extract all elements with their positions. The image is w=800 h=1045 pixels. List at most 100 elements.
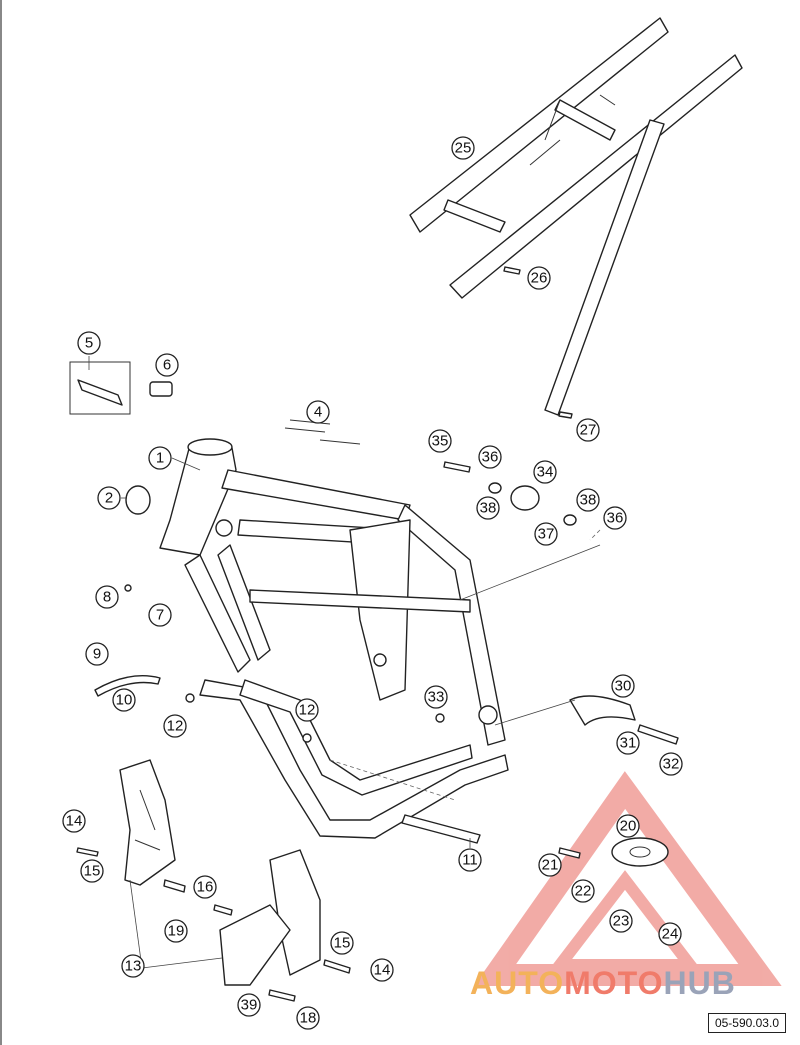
callout-circle xyxy=(609,909,633,933)
callout-number: 21 xyxy=(542,857,559,874)
callout-circle xyxy=(155,353,179,377)
callout-circle xyxy=(95,585,119,609)
callout-number: 24 xyxy=(662,926,679,943)
main-frame xyxy=(159,438,509,839)
callout-circle xyxy=(658,922,682,946)
callout-6: 6 xyxy=(155,353,179,377)
callout-number: 14 xyxy=(66,813,83,830)
callout-circle xyxy=(77,331,101,355)
callout-11: 11 xyxy=(458,848,482,872)
callout-circle xyxy=(85,642,109,666)
callout-5: 5 xyxy=(77,331,101,355)
callout-circle xyxy=(451,136,475,160)
callout-number: 25 xyxy=(455,140,472,157)
callout-circle xyxy=(148,603,172,627)
callout-number: 18 xyxy=(300,1010,317,1027)
callout-number: 6 xyxy=(163,357,171,374)
callout-number: 12 xyxy=(167,718,184,735)
callout-34: 34 xyxy=(533,460,557,484)
callout-1: 1 xyxy=(148,446,172,470)
callout-number: 37 xyxy=(538,526,555,543)
callout-circle xyxy=(458,848,482,872)
callout-circle xyxy=(534,522,558,546)
callout-circle xyxy=(611,674,635,698)
callout-18: 18 xyxy=(296,1006,320,1030)
callout-number: 26 xyxy=(531,270,548,287)
callout-number: 15 xyxy=(334,935,351,952)
callout-number: 14 xyxy=(374,962,391,979)
callout-30: 30 xyxy=(611,674,635,698)
callout-number: 39 xyxy=(241,997,258,1014)
callout-21: 21 xyxy=(538,853,562,877)
callout-circle xyxy=(164,919,188,943)
callout-15a: 15 xyxy=(80,859,104,883)
callout-13: 13 xyxy=(121,954,145,978)
callout-number: 12 xyxy=(299,702,316,719)
callout-37: 37 xyxy=(534,522,558,546)
callout-32: 32 xyxy=(659,752,683,776)
callout-7: 7 xyxy=(148,603,172,627)
callout-circle xyxy=(112,688,136,712)
subframe xyxy=(409,17,743,416)
callout-number: 20 xyxy=(620,818,637,835)
callout-number: 16 xyxy=(197,879,214,896)
callout-number: 36 xyxy=(482,449,499,466)
callout-circle xyxy=(576,488,600,512)
callout-circle xyxy=(148,446,172,470)
callout-circle xyxy=(296,1006,320,1030)
callout-number: 38 xyxy=(480,500,497,517)
callout-2: 2 xyxy=(97,486,121,510)
leader-lines xyxy=(88,356,601,969)
callout-39: 39 xyxy=(237,993,261,1017)
callout-circle xyxy=(603,506,627,530)
callout-number: 32 xyxy=(663,756,680,773)
callout-number: 30 xyxy=(615,678,632,695)
callout-circle xyxy=(97,486,121,510)
callout-14b: 14 xyxy=(370,958,394,982)
callout-circle xyxy=(424,685,448,709)
callout-number: 22 xyxy=(575,883,592,900)
chain-guide-part xyxy=(569,695,636,726)
callout-circle xyxy=(576,418,600,442)
callout-number: 27 xyxy=(580,422,597,439)
callout-number: 10 xyxy=(116,692,133,709)
callout-circle xyxy=(533,460,557,484)
callout-number: 33 xyxy=(428,689,445,706)
callout-14a: 14 xyxy=(62,809,86,833)
callout-25: 25 xyxy=(451,136,475,160)
callout-number: 35 xyxy=(432,433,449,450)
watermark-moto: MOTO xyxy=(564,965,664,1001)
callout-22: 22 xyxy=(571,879,595,903)
callout-12b: 12 xyxy=(295,698,319,722)
watermark-text: AUTOMOTOHUB xyxy=(470,965,736,1002)
callout-number: 31 xyxy=(620,735,637,752)
callout-number: 9 xyxy=(93,646,101,663)
callout-number: 36 xyxy=(607,510,624,527)
callout-number: 2 xyxy=(105,490,113,507)
callout-23: 23 xyxy=(609,909,633,933)
misc-small-parts xyxy=(69,266,679,1002)
callout-4: 4 xyxy=(306,400,330,424)
callout-circle xyxy=(476,496,500,520)
callout-number: 15 xyxy=(84,863,101,880)
callout-19: 19 xyxy=(164,919,188,943)
callout-circle xyxy=(428,429,452,453)
callout-number: 7 xyxy=(156,607,164,624)
page-left-border xyxy=(0,0,2,1045)
callout-circle xyxy=(306,400,330,424)
callout-group: 1245678910111212131414151516181920212223… xyxy=(62,136,683,1030)
callout-number: 13 xyxy=(125,958,142,975)
callout-circle xyxy=(163,714,187,738)
callout-circle xyxy=(237,993,261,1017)
callout-20: 20 xyxy=(616,814,640,838)
callout-number: 8 xyxy=(103,589,111,606)
callout-12a: 12 xyxy=(163,714,187,738)
callout-24: 24 xyxy=(658,922,682,946)
callout-circle xyxy=(121,954,145,978)
reference-code: 05-590.03.0 xyxy=(707,1013,786,1033)
callout-circle xyxy=(330,931,354,955)
frame-protector-right xyxy=(219,849,321,986)
frame-protector-left xyxy=(119,759,176,886)
callout-38a: 38 xyxy=(476,496,500,520)
